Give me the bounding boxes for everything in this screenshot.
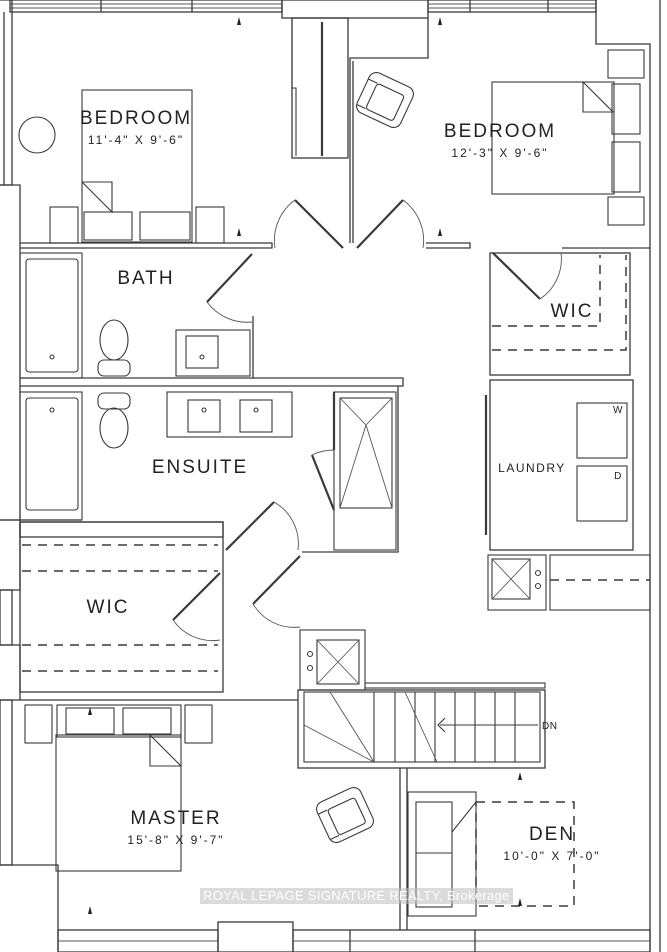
bed-icon xyxy=(491,49,645,226)
bathtub-icon xyxy=(19,391,83,521)
sink-icon xyxy=(166,391,293,438)
toilet-icon xyxy=(97,319,131,377)
round-table-icon xyxy=(18,116,56,154)
section-markers xyxy=(88,17,522,914)
room-name-wic-left: WIC xyxy=(87,597,130,618)
room-wic-right: WIC xyxy=(489,252,631,376)
room-wic-left: WIC xyxy=(19,521,301,693)
room-name-den: DEN xyxy=(529,824,575,845)
toilet-icon xyxy=(97,392,131,449)
room-laundry: W D LAUNDRY xyxy=(484,379,651,611)
door-swing-icon xyxy=(172,555,301,642)
shower-icon xyxy=(310,391,397,551)
room-den: DEN 10'-0" X 7'-0" xyxy=(407,791,600,917)
door-swing-icon xyxy=(225,501,299,551)
armchair-icon xyxy=(356,71,414,129)
room-bedroom-right: BEDROOM 12'-3" X 9'-6" xyxy=(349,18,650,249)
bathtub-icon xyxy=(19,252,83,379)
room-dimensions-den: 10'-0" X 7'-0" xyxy=(503,849,600,863)
room-bath: BATH xyxy=(19,252,404,387)
armchair-icon xyxy=(316,786,374,844)
window-icon xyxy=(57,929,219,952)
room-name-master: MASTER xyxy=(130,808,221,829)
washer-label: W xyxy=(613,405,623,416)
room-name-wic-right: WIC xyxy=(551,301,594,322)
room-name-laundry: LAUNDRY xyxy=(498,461,566,475)
watermark: ROYAL LEPAGE SIGNATURE REALTY, Brokerage xyxy=(200,888,513,904)
door-swing-icon xyxy=(492,252,562,300)
dryer-icon: D xyxy=(576,465,628,522)
bed-icon xyxy=(49,89,225,244)
room-master: MASTER 15'-8" X 9'-7" xyxy=(20,699,408,930)
window-icon xyxy=(9,0,283,13)
room-dimensions-bedroom-right: 12'-3" X 9'-6" xyxy=(451,146,548,160)
dryer-label: D xyxy=(614,471,622,482)
window-icon xyxy=(292,929,651,952)
washer-icon: W xyxy=(576,402,628,459)
sink-icon xyxy=(175,329,251,377)
window-icon xyxy=(427,0,597,13)
room-name-bath: BATH xyxy=(117,268,174,289)
door-swing-icon xyxy=(274,199,424,249)
room-dimensions-master: 15'-8" X 9'-7" xyxy=(127,833,224,847)
room-ensuite: ENSUITE xyxy=(19,386,399,553)
room-name-ensuite: ENSUITE xyxy=(152,457,248,478)
room-dimensions-bedroom-left: 11'-4" X 9'-6" xyxy=(88,133,184,147)
stair-direction-label: DN xyxy=(542,721,557,732)
linen-closet-icon xyxy=(487,554,651,611)
room-name-bedroom-left: BEDROOM xyxy=(80,108,192,129)
room-bedroom-left: BEDROOM 11'-4" X 9'-6" xyxy=(18,17,349,249)
room-name-bedroom-right: BEDROOM xyxy=(444,121,556,142)
stairs-icon: DN xyxy=(297,629,557,769)
door-swing-icon xyxy=(206,253,253,323)
